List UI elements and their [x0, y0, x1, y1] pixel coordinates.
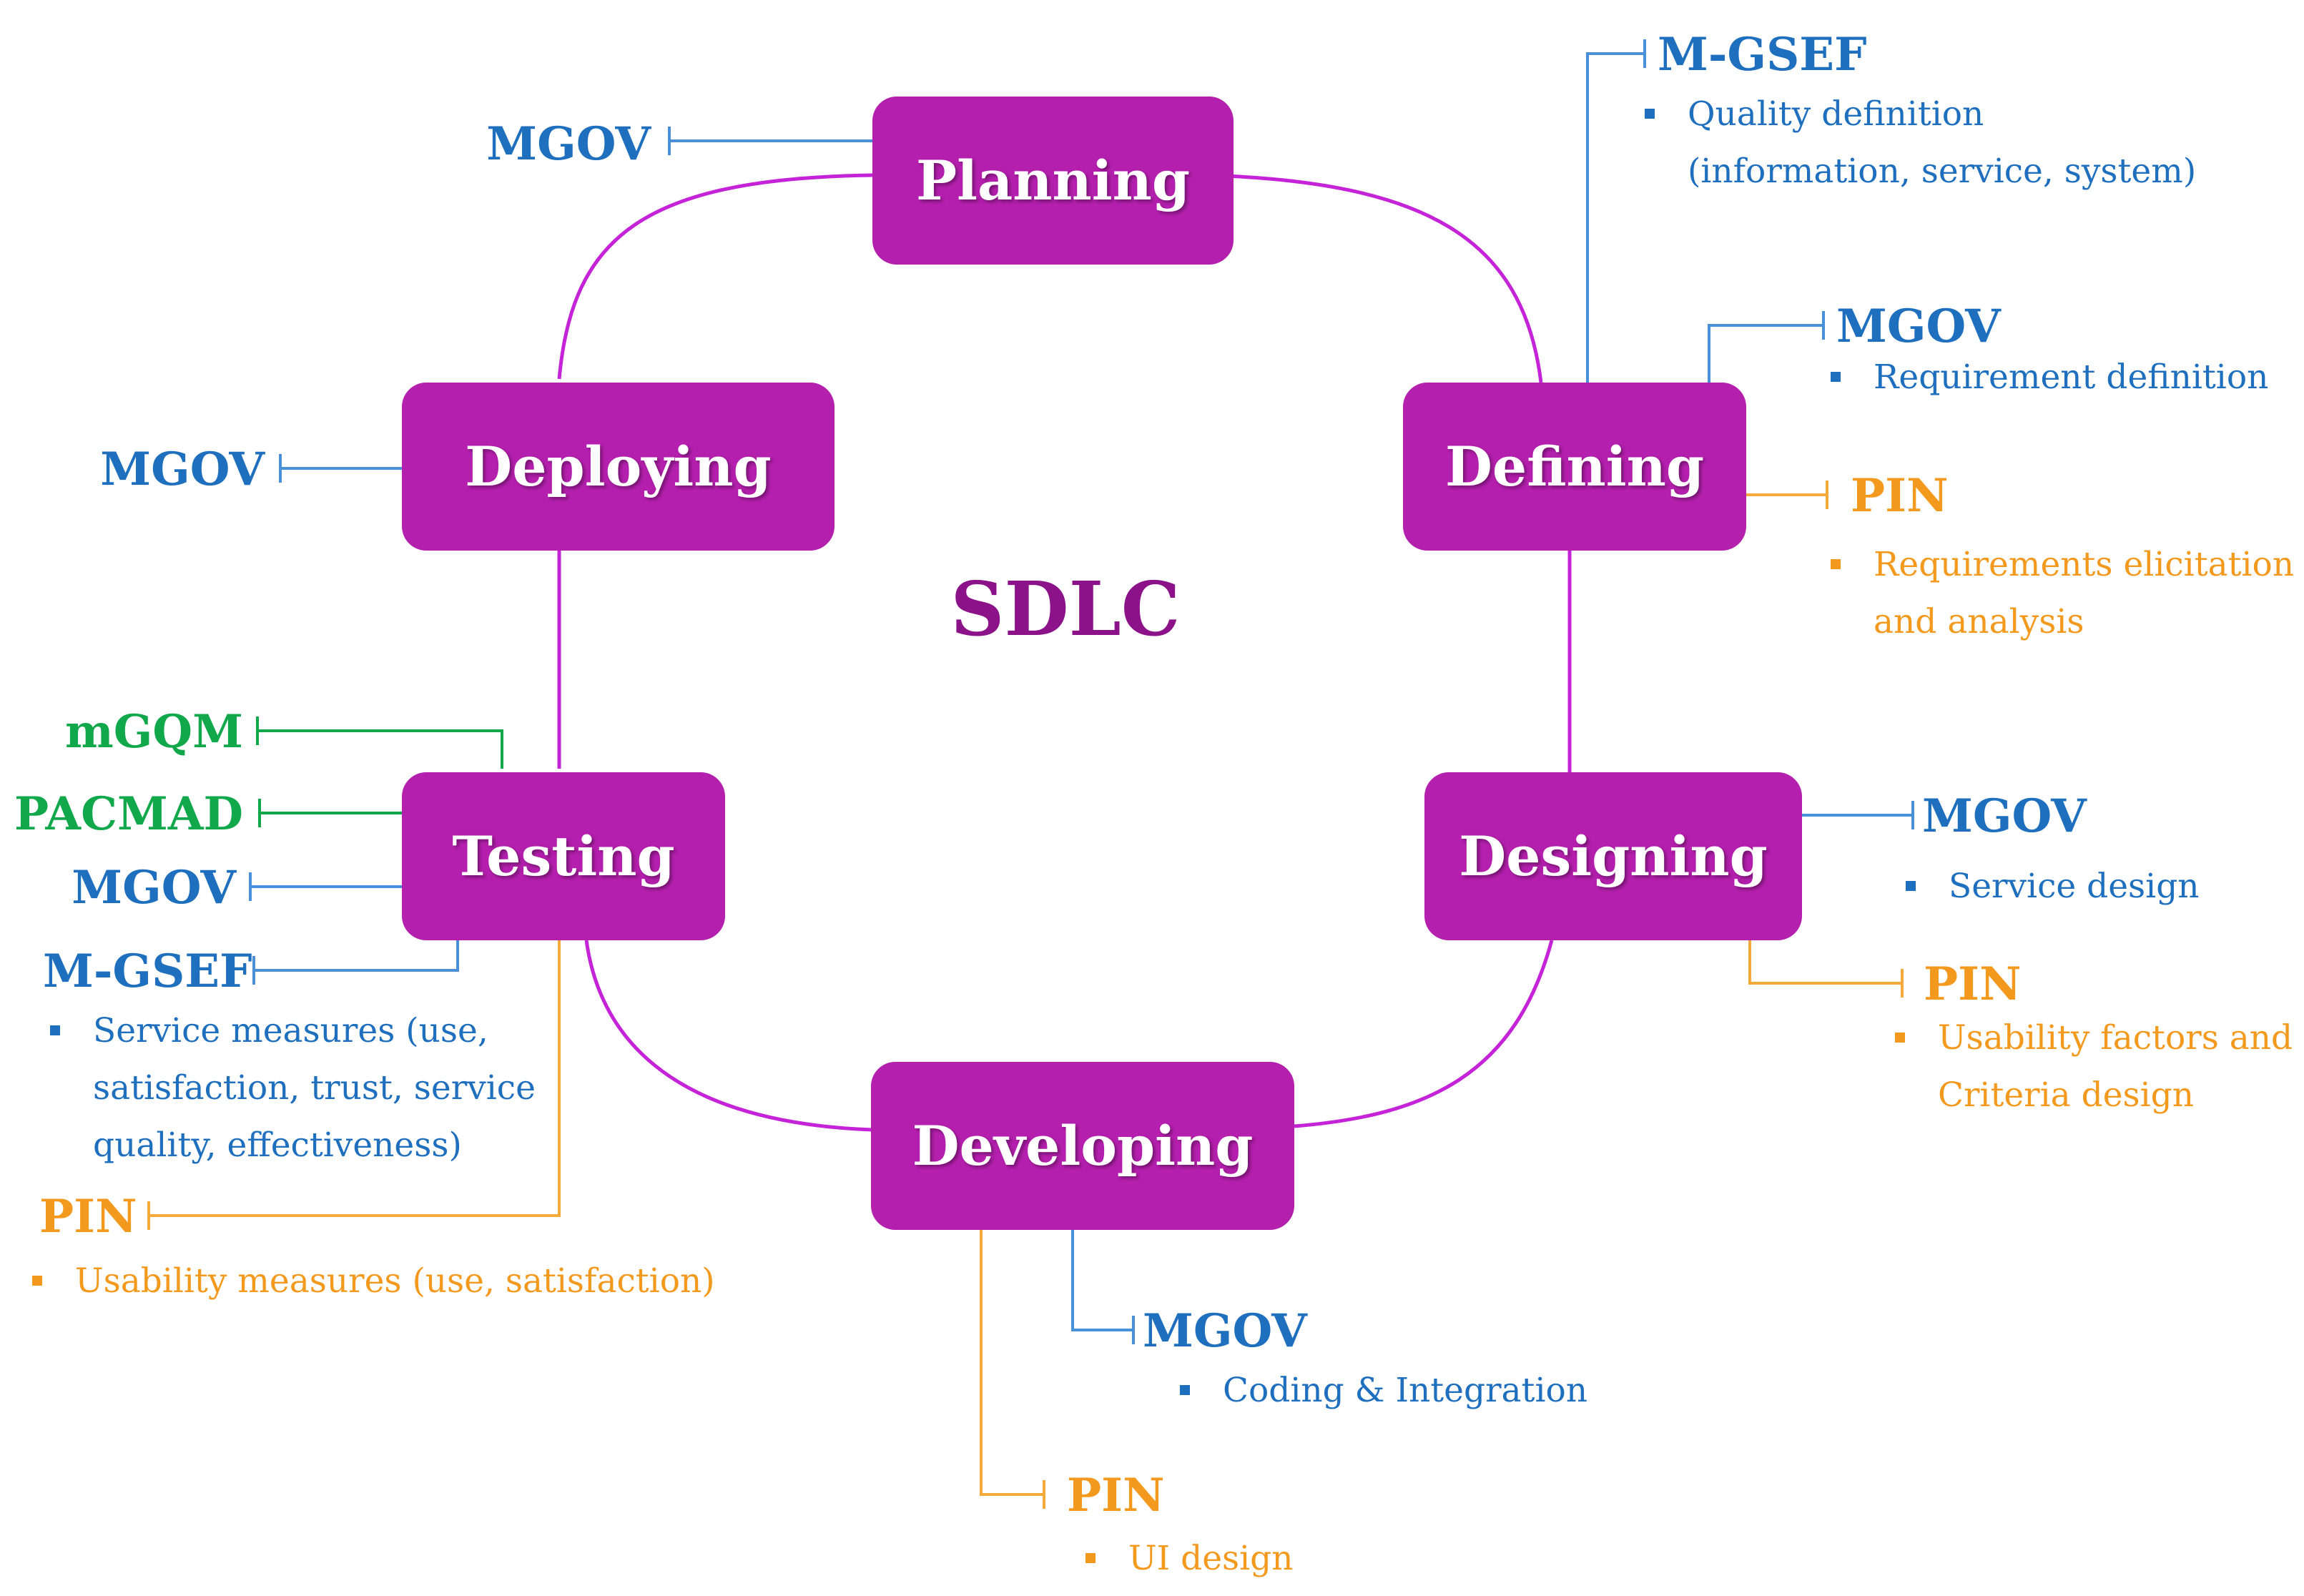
blue-connectors	[249, 39, 1914, 1344]
designing-mgov-desc: Service design	[1899, 858, 2285, 915]
planning-mgov-label: MGOV	[486, 117, 651, 171]
arc-designing-developing	[1294, 940, 1554, 1128]
arc-planning-defining	[1208, 173, 1543, 383]
testing-mgqm-label: mGQM	[65, 705, 243, 759]
phase-planning[interactable]: Planning	[872, 97, 1234, 265]
testing-mgov-label: MGOV	[72, 861, 236, 915]
phase-testing[interactable]: Testing	[402, 772, 725, 940]
phase-developing[interactable]: Developing	[871, 1062, 1294, 1230]
arc-developing-testing	[584, 940, 873, 1132]
testing-mgsef-label: M-GSEF	[43, 945, 252, 998]
phase-deploying[interactable]: Deploying	[402, 383, 835, 551]
testing-pin-label: PIN	[39, 1190, 137, 1243]
developing-pin-label: PIN	[1067, 1469, 1165, 1522]
designing-pin-desc: Usability factors and Criteria design	[1888, 1010, 2303, 1124]
center-title: SDLC	[950, 565, 1181, 653]
defining-mgsef-desc: Quality definition (information, service…	[1638, 86, 2210, 200]
designing-mgov-label: MGOV	[1922, 789, 2087, 843]
arc-deploying-planning	[557, 173, 873, 380]
defining-mgov-desc: Requirement definition	[1823, 349, 2295, 406]
developing-mgov-label: MGOV	[1143, 1304, 1307, 1358]
testing-mgsef-desc: Service measures (use, satisfaction, tru…	[43, 1003, 543, 1174]
designing-pin-label: PIN	[1924, 957, 2022, 1011]
phase-designing[interactable]: Designing	[1424, 772, 1802, 940]
deploying-mgov-label: MGOV	[100, 443, 265, 496]
orange-connectors	[147, 481, 1904, 1509]
developing-pin-desc: UI design	[1078, 1530, 1436, 1587]
developing-mgov-desc: Coding & Integration	[1173, 1362, 1673, 1419]
testing-pin-desc: Usability measures (use, satisfaction)	[25, 1253, 812, 1310]
defining-pin-label: PIN	[1851, 469, 1949, 523]
defining-mgsef-label: M-GSEF	[1658, 28, 1867, 82]
green-connectors	[256, 716, 503, 827]
testing-pacmad-label: PACMAD	[14, 787, 243, 841]
defining-mgov-label: MGOV	[1836, 300, 2001, 353]
phase-defining[interactable]: Defining	[1403, 383, 1746, 551]
cycle-arcs	[557, 173, 1572, 1132]
defining-pin-desc: Requirements elicitation and analysis	[1823, 536, 2295, 651]
